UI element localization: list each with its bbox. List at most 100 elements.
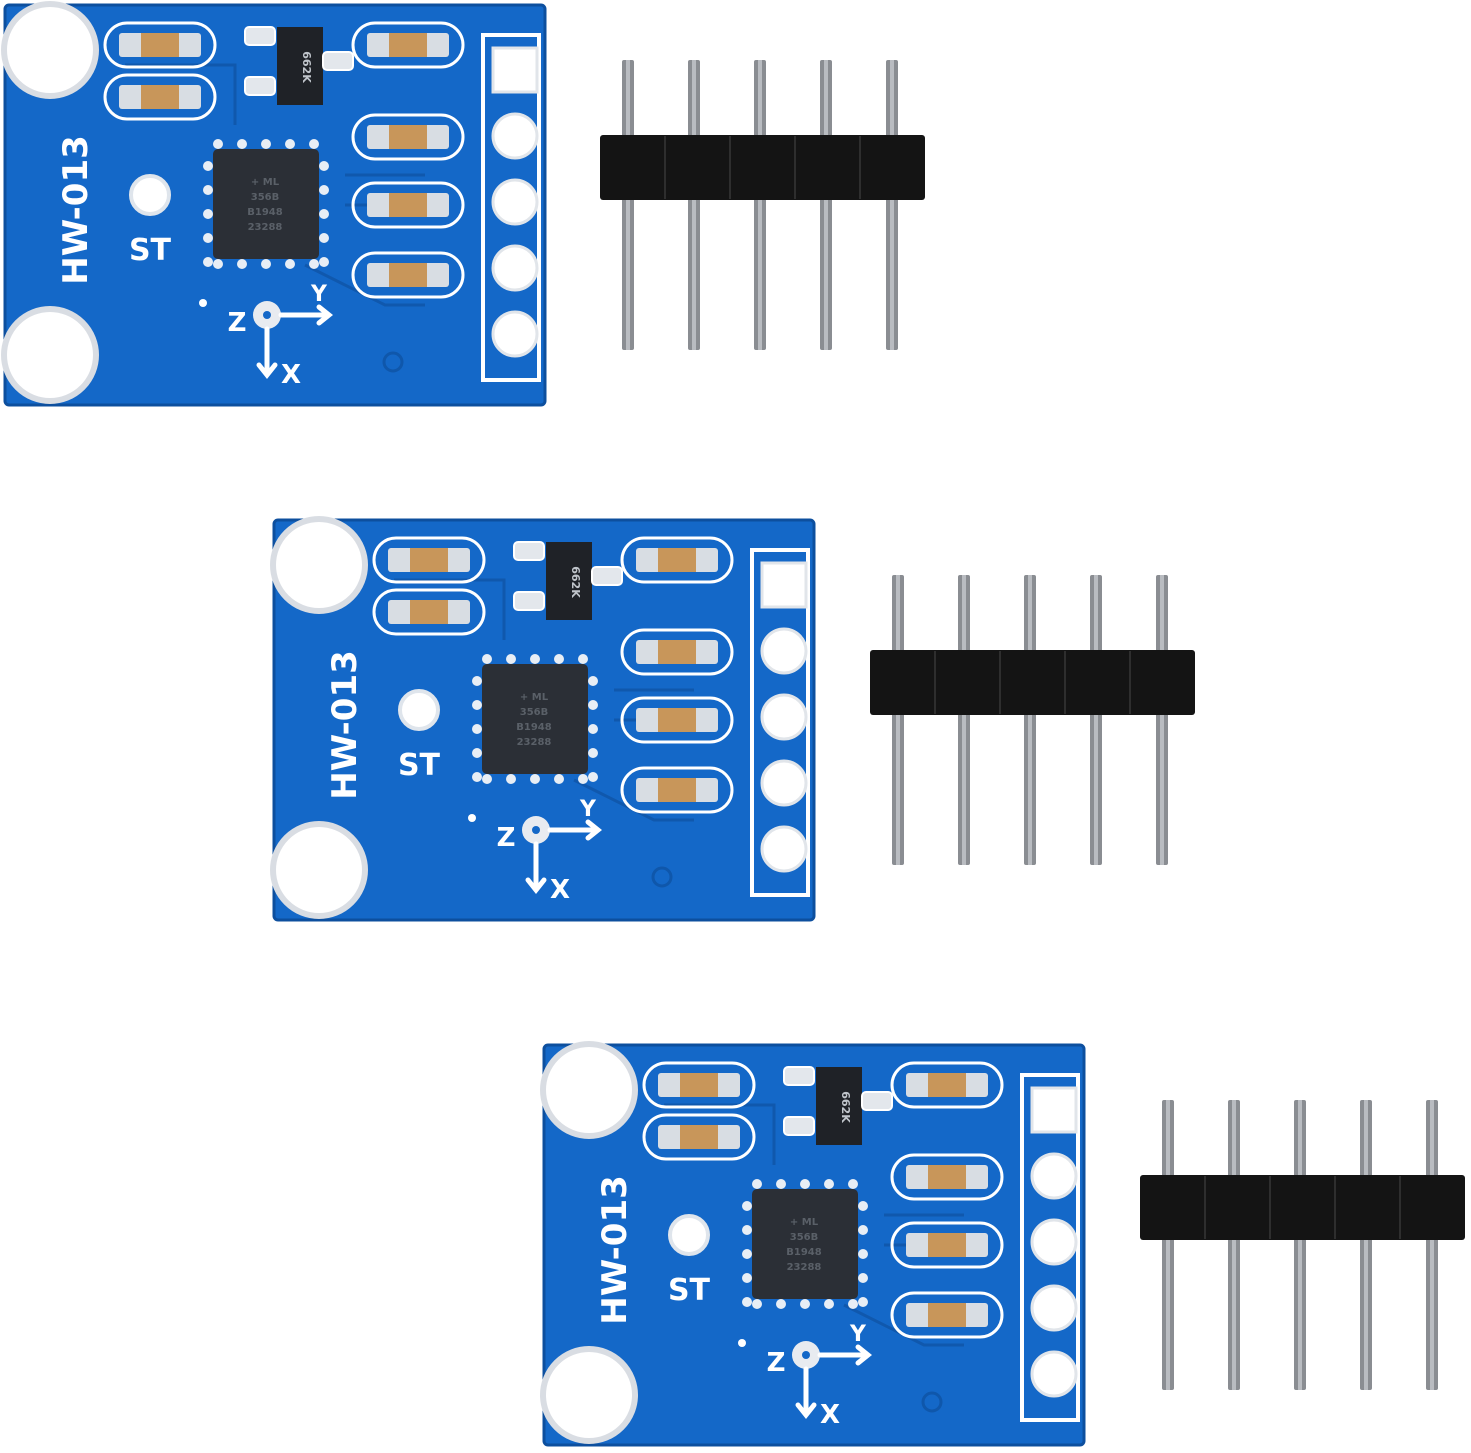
transistor-lead: [591, 566, 623, 586]
header-hole: [503, 322, 527, 346]
mounting-hole: [540, 1041, 638, 1139]
pcb-board-2: HW-013 ST Z Y X + ML 356B B1948 23288 66…: [270, 516, 816, 922]
ic-pad: [588, 772, 598, 782]
board-label-2: HW-013: [325, 650, 365, 800]
smd-body: [658, 708, 696, 732]
header-pin-shine: [692, 60, 696, 350]
ic-pad: [319, 233, 329, 243]
mounting-hole: [1, 306, 99, 404]
axis-label-y-1: Y: [310, 282, 328, 307]
transistor-lead: [322, 51, 354, 71]
axis-arrows: [795, 1344, 873, 1420]
ic-pad: [588, 724, 598, 734]
ic-marking-line3-2: B1948: [516, 722, 551, 733]
header-pin-shine: [1430, 1100, 1434, 1390]
smd-outline: [890, 1221, 1004, 1269]
transistor-lead: [244, 76, 276, 96]
smd-outline: [103, 21, 217, 69]
transistor-lead: [513, 591, 545, 611]
ic-pad: [319, 161, 329, 171]
smd-body: [928, 1303, 966, 1327]
header-pin-shine: [1028, 575, 1032, 865]
ic-pad: [319, 209, 329, 219]
ic-pad: [261, 139, 271, 149]
ic-marking-line2-1: 356B: [251, 192, 280, 203]
ic-marking-line3-3: B1948: [786, 1247, 821, 1258]
header-pin-shine: [1166, 1100, 1170, 1390]
header-hole: [1042, 1296, 1066, 1320]
header-body: [1140, 1175, 1465, 1240]
ic-pad: [858, 1201, 868, 1211]
via: [382, 351, 404, 373]
ic-pad: [237, 259, 247, 269]
pcb-traces: [125, 63, 435, 307]
smd-outline: [351, 181, 465, 229]
axis-origin-dot: [532, 826, 540, 834]
smd-body: [389, 125, 427, 149]
self-test-pad: [129, 174, 171, 216]
axis-label-y-2: Y: [579, 797, 597, 822]
transistor-marking-3: 662K: [839, 1091, 852, 1123]
header-outline: [481, 33, 541, 382]
smd-outline: [890, 1153, 1004, 1201]
self-test-label-2: ST: [398, 748, 441, 783]
axis-label-x-2: X: [550, 875, 570, 905]
smd-body: [658, 640, 696, 664]
ic-pad: [472, 724, 482, 734]
mounting-hole: [540, 1346, 638, 1444]
header-hole: [1042, 1164, 1066, 1188]
header-outline: [750, 548, 810, 897]
header-hole: [503, 256, 527, 280]
smd-body: [141, 85, 179, 109]
via: [651, 866, 673, 888]
ic-marking-line1-1: + ML: [251, 177, 280, 188]
transistor: [546, 542, 592, 620]
ic-pad: [285, 139, 295, 149]
ic-pad: [578, 774, 588, 784]
axis-label-x-3: X: [820, 1400, 840, 1430]
ic-pad: [213, 259, 223, 269]
header-hole: [1042, 1230, 1066, 1254]
header-pin-shine: [1094, 575, 1098, 865]
pin-header-3: [1140, 1100, 1465, 1390]
pcb-board-3: HW-013 ST Z Y X + ML 356B B1948 23288 66…: [540, 1041, 1086, 1447]
ic-pad: [213, 139, 223, 149]
axis-label-z-2: Z: [497, 823, 516, 853]
ic-pad: [472, 748, 482, 758]
transistor: [277, 27, 323, 105]
transistor-lead: [861, 1091, 893, 1111]
header-pin-shine: [626, 60, 630, 350]
pin-header-1: [600, 60, 925, 350]
pcb-traces: [394, 578, 704, 822]
ic-pad: [588, 700, 598, 710]
header-outline: [1020, 1073, 1080, 1422]
ic-pad: [776, 1179, 786, 1189]
header-pin-shine: [962, 575, 966, 865]
header-body: [600, 135, 925, 200]
accelerometer-ic: [213, 149, 319, 259]
ic-pad: [285, 259, 295, 269]
ic-marking-line4-2: 23288: [517, 737, 552, 748]
accelerometer-ic: [482, 664, 588, 774]
smd-outline: [890, 1061, 1004, 1109]
ic-pad: [319, 257, 329, 267]
accelerometer-ic: [752, 1189, 858, 1299]
transistor-lead: [783, 1116, 815, 1136]
smd-outline: [642, 1113, 756, 1161]
ic-pad: [824, 1179, 834, 1189]
ic-marking-line2-3: 356B: [790, 1232, 819, 1243]
header-hole: [772, 705, 796, 729]
ic-pad: [554, 654, 564, 664]
orientation-dot: [199, 299, 207, 307]
ic-pad: [506, 654, 516, 664]
smd-body: [658, 778, 696, 802]
header-pin-shine: [890, 60, 894, 350]
ic-pad: [742, 1225, 752, 1235]
axis-label-y-3: Y: [849, 1322, 867, 1347]
header-hole: [503, 190, 527, 214]
header-hole: [772, 573, 796, 597]
smd-body: [410, 548, 448, 572]
ic-pad: [554, 774, 564, 784]
header-hole: [772, 771, 796, 795]
smd-outline: [351, 21, 465, 69]
